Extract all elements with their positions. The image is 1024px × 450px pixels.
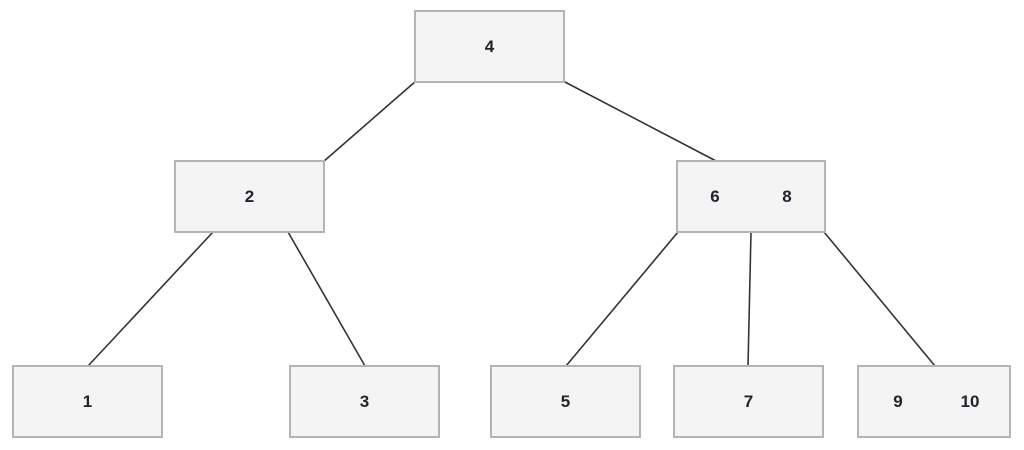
node-keys: 5 (556, 393, 576, 410)
tree-node-root[interactable]: 4 (414, 10, 565, 83)
node-keys: 2 (240, 188, 260, 205)
node-key: 1 (82, 392, 93, 411)
node-key: 4 (484, 37, 495, 56)
tree-edge-root-to-internal-left (322, 80, 417, 163)
node-keys: 3 (355, 393, 375, 410)
node-key: 7 (743, 392, 754, 411)
tree-node-leaf-1[interactable]: 1 (12, 365, 163, 438)
tree-edge-internal-right-to-leaf-7 (747, 231, 752, 367)
tree-node-leaf-3[interactable]: 3 (289, 365, 440, 438)
node-keys: 9 10 (881, 393, 987, 410)
node-keys: 1 (78, 393, 98, 410)
tree-edge-root-to-internal-right (562, 80, 719, 163)
tree-edge-internal-right-to-leaf-5 (565, 231, 679, 367)
tree-edge-internal-right-to-leaf-9-10 (823, 231, 936, 367)
node-key: 8 (782, 187, 792, 206)
node-key: 9 (893, 392, 903, 411)
tree-node-leaf-5[interactable]: 5 (490, 365, 641, 438)
tree-node-leaf-9-10[interactable]: 9 10 (857, 365, 1011, 438)
tree-edge-internal-left-to-leaf-1 (87, 231, 214, 367)
tree-node-internal-left[interactable]: 2 (174, 160, 325, 233)
tree-edge-internal-left-to-leaf-3 (287, 231, 366, 367)
node-key: 3 (359, 392, 370, 411)
node-key: 6 (710, 187, 720, 206)
node-key: 10 (960, 392, 980, 411)
node-keys: 7 (739, 393, 759, 410)
node-key: 2 (244, 187, 255, 206)
node-keys: 4 (480, 38, 500, 55)
node-key: 5 (560, 392, 571, 411)
tree-node-leaf-7[interactable]: 7 (673, 365, 824, 438)
